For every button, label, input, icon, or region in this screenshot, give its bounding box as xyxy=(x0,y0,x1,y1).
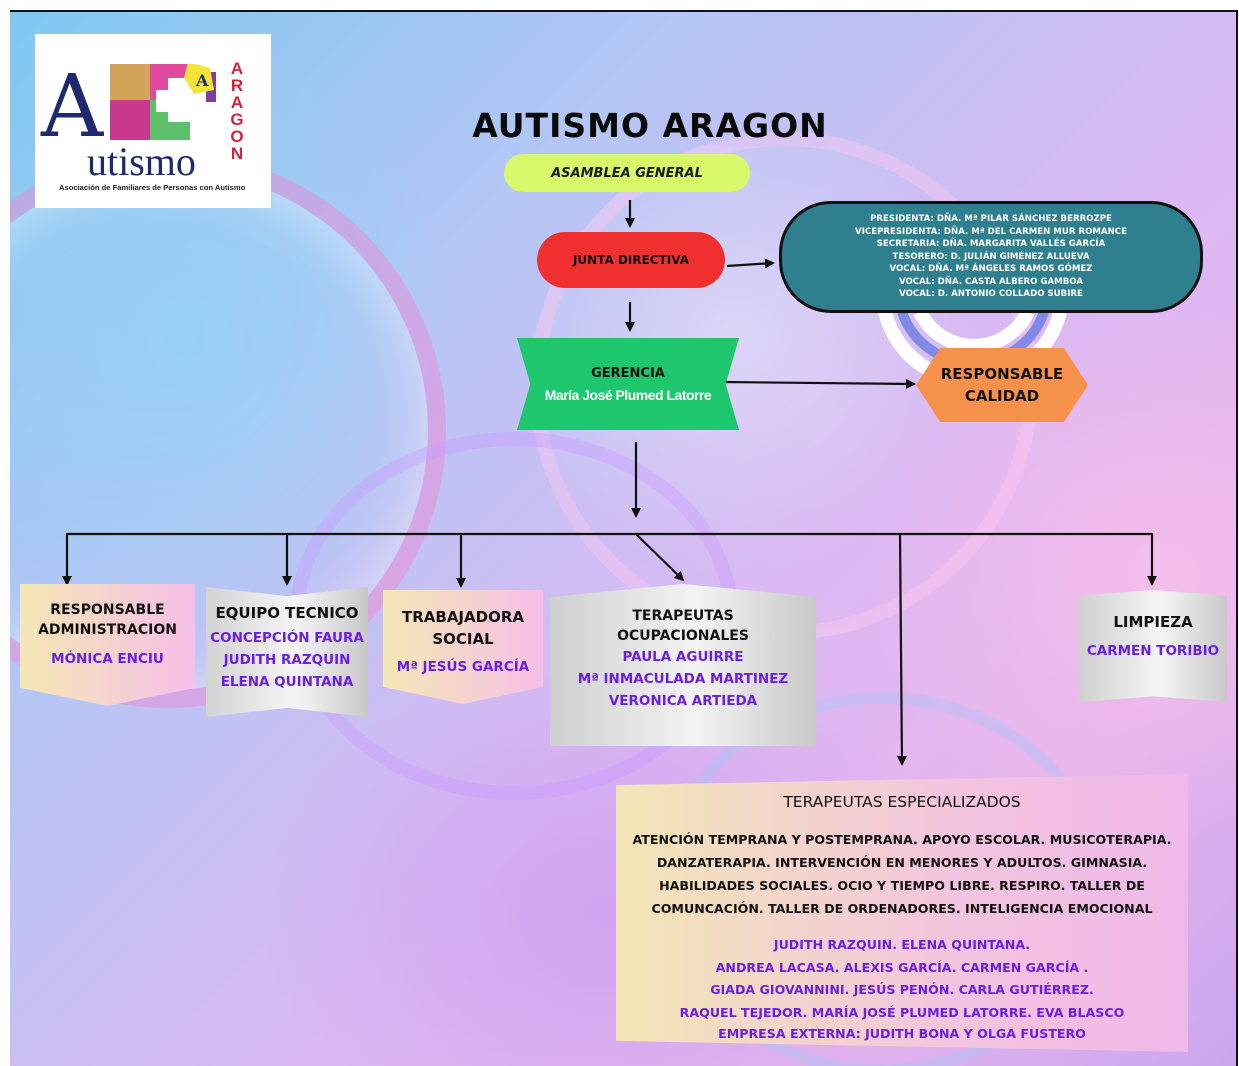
therapist-names: JUDITH RAZQUIN. ELENA QUINTANA. ANDREA L… xyxy=(616,934,1188,1044)
responsable-calidad-node: RESPONSABLE CALIDAD xyxy=(916,348,1088,422)
box-title: TERAPEUTAS ESPECIALIZADOS xyxy=(783,793,1021,811)
board-member: TESORERO: D. JULIÁN GIMÉNEZ ALLUEVA xyxy=(892,251,1090,262)
arrow-junta-board xyxy=(726,258,775,269)
box-person: Mª JESÚS GARCÍA xyxy=(396,659,530,675)
board-member: VOCAL: DÑA. CASTA ALBERO GAMBOA xyxy=(898,276,1084,287)
terapeutas-especializados-box: TERAPEUTAS ESPECIALIZADOS ATENCIÓN TEMPR… xyxy=(616,774,1188,1052)
board-member: PRESIDENTA: DÑA. Mª PILAR SÁNCHEZ BERROZ… xyxy=(870,213,1112,224)
terapeutas-ocupacionales-box: TERAPEUTAS OCUPACIONALES PAULA AGUIRRE M… xyxy=(550,584,816,746)
autismo-aragon-logo: A A utismo ARAGON Asociación de Familiar… xyxy=(35,34,271,208)
board-members-node: PRESIDENTA: DÑA. Mª PILAR SÁNCHEZ BERROZ… xyxy=(779,201,1203,313)
calidad-label: CALIDAD xyxy=(964,387,1040,405)
therapist-line: EMPRESA EXTERNA: JUDITH BONA Y OLGA FUST… xyxy=(718,1026,1086,1041)
box-person: Mª INMACULADA MARTINEZ xyxy=(577,671,789,687)
box-person: VERONICA ARTIEDA xyxy=(608,693,758,709)
box-person: ELENA QUINTANA xyxy=(220,674,354,690)
logo-subtitle: Asociación de Familiares de Personas con… xyxy=(59,183,246,192)
limpieza-box: LIMPIEZA CARMEN TORIBIO xyxy=(1079,590,1227,702)
gerencia-title: GERENCIA xyxy=(591,365,665,381)
arrow-terapeutas xyxy=(635,533,685,582)
svg-text:A: A xyxy=(195,71,209,90)
board-member: VOCAL: DÑA. Mª ÁNGELES RAMOS GÓMEZ xyxy=(889,264,1093,275)
services-description: ATENCIÓN TEMPRANA Y POSTEMPRANA. APOYO E… xyxy=(616,828,1188,920)
logo-wordmark: utismo xyxy=(87,139,196,184)
administracion-box: RESPONSABLE ADMINISTRACION MÓNICA ENCIU xyxy=(20,584,195,706)
service-line: ATENCIÓN TEMPRANA Y POSTEMPRANA. APOYO E… xyxy=(632,832,1172,847)
junta-directiva-node: JUNTA DIRECTIVA xyxy=(537,232,725,288)
board-member: SECRETARIA: DÑA. MARGARITA VALLÉS GARCÍA xyxy=(876,239,1106,250)
box-title: TERAPEUTAS xyxy=(632,608,734,624)
box-title: EQUIPO TECNICO xyxy=(215,604,359,622)
box-title: RESPONSABLE xyxy=(50,602,165,618)
board-member: VICEPRESIDENTA: DÑA. Mª DEL CARMEN MUR R… xyxy=(855,226,1127,237)
therapist-line: ANDREA LACASA. ALEXIS GARCÍA. CARMEN GAR… xyxy=(715,959,1089,975)
arrow-gerencia-calidad xyxy=(721,378,916,389)
box-title: SOCIAL xyxy=(432,630,494,648)
box-title: LIMPIEZA xyxy=(1113,613,1193,631)
box-person: CONCEPCIÓN FAURA xyxy=(210,630,364,646)
therapist-line: RAQUEL TEJEDOR. MARÍA JOSÉ PLUMED LATORR… xyxy=(679,1004,1125,1020)
box-title: TRABAJADORA xyxy=(402,608,524,626)
service-line: HABILIDADES SOCIALES. OCIO Y TIEMPO LIBR… xyxy=(659,878,1145,893)
logo-letter-a: A xyxy=(41,57,104,157)
org-chart-canvas: A A utismo ARAGON Asociación de Familiar… xyxy=(10,10,1238,1066)
logo-aragon-text: ARAGON xyxy=(230,59,244,163)
equipo-tecnico-box: EQUIPO TECNICO CONCEPCIÓN FAURA JUDITH R… xyxy=(206,587,368,717)
gerencia-name: María José Plumed Latorre xyxy=(544,386,712,403)
box-person: PAULA AGUIRRE xyxy=(622,649,744,665)
box-person: MÓNICA ENCIU xyxy=(51,651,164,667)
board-member: VOCAL: D. ANTONIO COLLADO SUBIRE xyxy=(899,289,1083,300)
service-line: DANZATERAPIA. INTERVENCIÓN EN MENORES Y … xyxy=(656,855,1148,870)
therapist-line: GIADA GIOVANNINI. JESÚS PENÓN. CARLA GUT… xyxy=(710,982,1094,997)
puzzle-icon: A xyxy=(110,64,216,140)
gerencia-node: GERENCIA María José Plumed Latorre xyxy=(517,338,739,430)
asamblea-general-node: ASAMBLEA GENERAL xyxy=(504,154,750,192)
trabajadora-social-box: TRABAJADORA SOCIAL Mª JESÚS GARCÍA xyxy=(383,590,543,704)
page-title: AUTISMO ARAGON xyxy=(472,106,828,145)
service-line: COMUNCACIÓN. TALLER DE ORDENADORES. INTE… xyxy=(651,901,1153,916)
arrow-especializados xyxy=(896,533,907,766)
box-title: ADMINISTRACION xyxy=(38,622,177,638)
box-title: OCUPACIONALES xyxy=(617,628,749,644)
therapist-line: JUDITH RAZQUIN. ELENA QUINTANA. xyxy=(773,937,1031,952)
box-person: CARMEN TORIBIO xyxy=(1086,643,1220,659)
calidad-label: RESPONSABLE xyxy=(940,365,1064,383)
box-person: JUDITH RAZQUIN xyxy=(223,652,351,668)
